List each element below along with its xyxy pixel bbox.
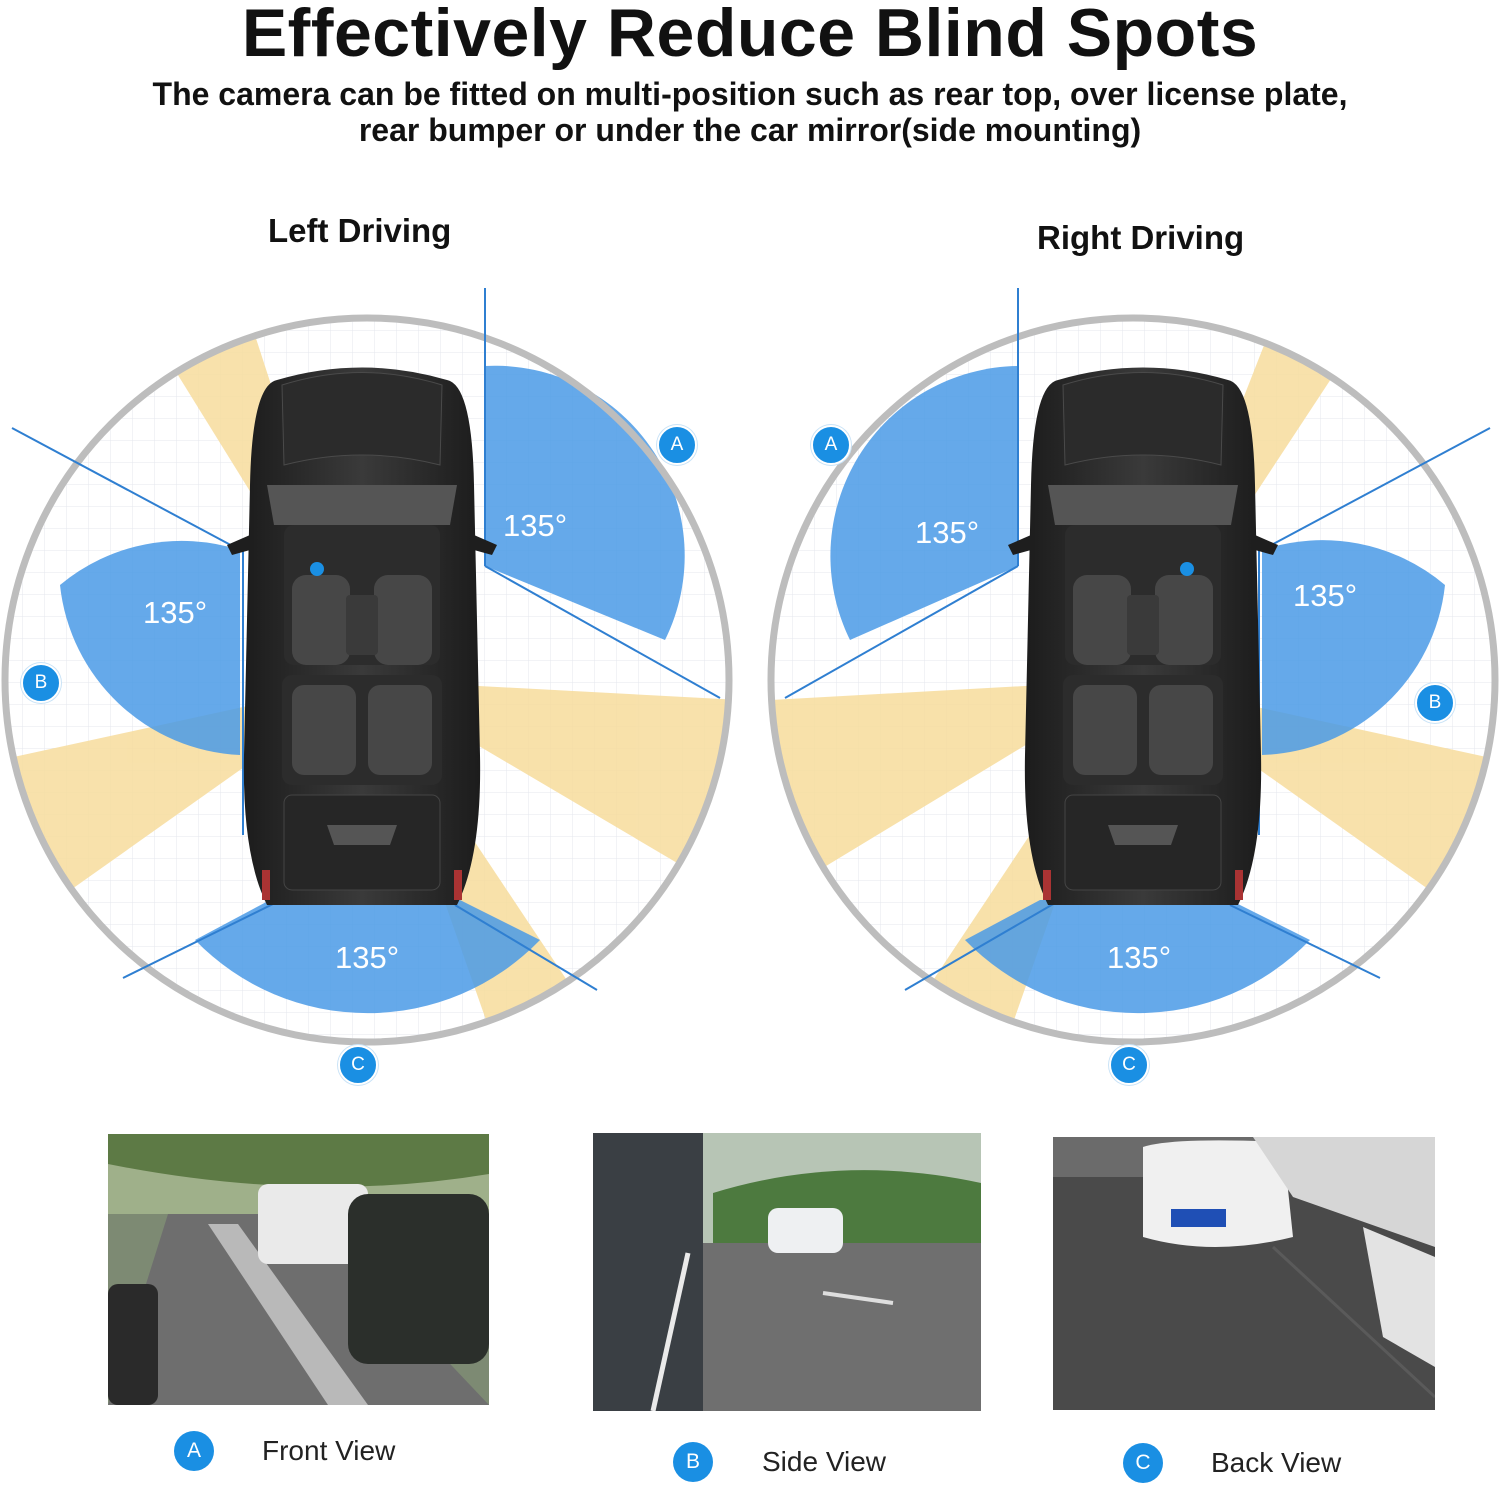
legend-label-front-view: Front View xyxy=(262,1435,396,1466)
badge-c: C xyxy=(1109,1045,1149,1085)
side-coverage-b xyxy=(1262,540,1445,755)
right-driving-diagram xyxy=(767,288,1499,1046)
legend-badge-b: B xyxy=(673,1442,713,1482)
page-subtitle: The camera can be fitted on multi-positi… xyxy=(152,76,1348,148)
left-driving-label: Left Driving xyxy=(268,212,452,249)
left-driving-diagram xyxy=(1,288,733,1046)
legend-label-side-view: Side View xyxy=(762,1446,887,1477)
badge-b: B xyxy=(21,663,61,703)
angle-rear: 135° xyxy=(335,940,400,975)
rear-coverage-c xyxy=(965,900,1310,1014)
rear-coverage-c xyxy=(195,900,540,1014)
back-view-photo xyxy=(1053,1137,1435,1410)
legend-badge-c: C xyxy=(1123,1443,1163,1483)
angle-rear: 135° xyxy=(1107,940,1172,975)
legend-label-back-view: Back View xyxy=(1211,1447,1342,1478)
badge-a: A xyxy=(811,425,851,465)
angle-side: 135° xyxy=(1293,578,1358,613)
right-driving-label: Right Driving xyxy=(1037,219,1245,256)
badge-c: C xyxy=(338,1045,378,1085)
angle-front: 135° xyxy=(503,508,568,543)
front-view-photo xyxy=(108,1134,489,1405)
side-view-photo xyxy=(593,1133,981,1411)
coverage-diagrams xyxy=(1,288,1499,1046)
badge-a: A xyxy=(657,425,697,465)
angle-front: 135° xyxy=(915,515,980,550)
page-title: Effectively Reduce Blind Spots xyxy=(241,0,1259,71)
side-coverage-b xyxy=(60,540,240,755)
angle-side: 135° xyxy=(143,595,208,630)
front-coverage-a xyxy=(830,366,1018,640)
badge-b: B xyxy=(1415,683,1455,723)
legend-badge-a: A xyxy=(174,1431,214,1471)
